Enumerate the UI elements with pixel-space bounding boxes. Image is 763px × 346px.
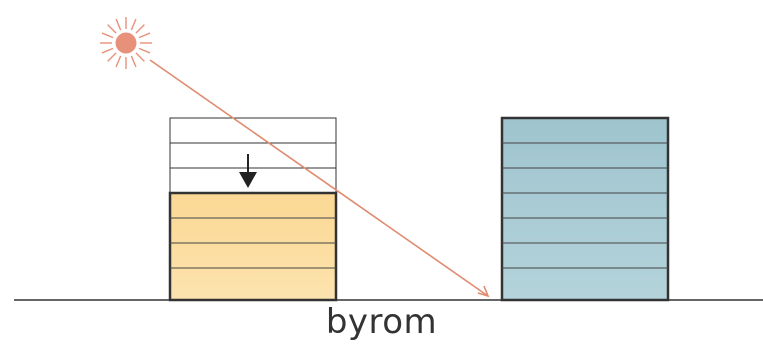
short-building — [168, 191, 338, 302]
sun-ray — [130, 55, 137, 68]
sun-ray — [101, 32, 114, 39]
sun-ray — [135, 52, 145, 62]
sun-ray — [130, 18, 137, 31]
sun-ray — [101, 47, 114, 54]
sun-icon — [100, 17, 152, 69]
tall-building — [500, 116, 670, 302]
sun-ray — [138, 47, 151, 54]
diagram-caption: byrom — [325, 302, 438, 342]
sun-ray — [115, 18, 122, 31]
sun-ray — [107, 24, 117, 34]
sun-ray — [115, 55, 122, 68]
sun-ray — [135, 24, 145, 34]
arrow-down-icon — [239, 154, 257, 188]
removed-floors — [169, 117, 337, 194]
sunlight-ray — [149, 59, 490, 298]
sun-ray — [107, 52, 117, 62]
sun-ray — [138, 32, 151, 39]
sun-disc — [115, 32, 137, 54]
